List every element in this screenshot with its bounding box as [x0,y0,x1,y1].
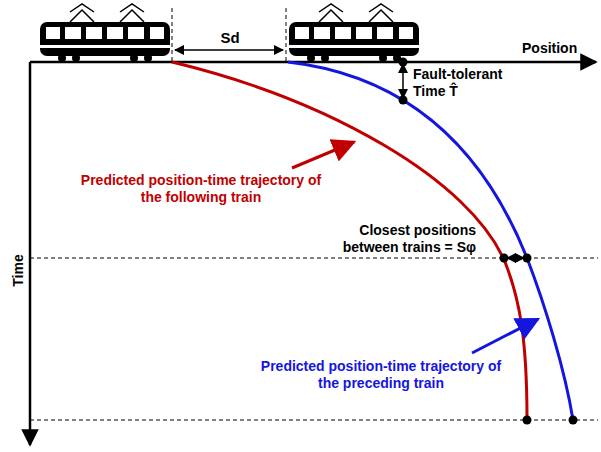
preceding-train [289,4,419,62]
trajectory-label: Predicted position-time trajectory of th… [250,358,512,392]
stop-time-line [30,420,598,421]
gap-arrow [507,257,524,259]
time-label: Fault-tolerant Time T̂ [413,66,531,100]
following-trajectory [172,62,527,420]
train-front-marker [172,8,173,62]
axis-label: Position [522,40,598,57]
point-dot [399,96,408,105]
point-dot [399,58,408,67]
point-dot [523,416,532,425]
following-train [40,4,170,62]
axis-label: Time [10,241,27,301]
closest-time-line [30,258,598,259]
point-dot [523,254,532,263]
distance-arrow [175,49,283,51]
leader-arrow [292,142,354,168]
gap-label: Closest positions between trains = Sφ [322,222,476,256]
fault-time-arrow [402,64,404,98]
distance-label: Sd [205,29,255,46]
time-axis [29,62,32,445]
train-rear-marker [286,8,287,62]
leader-arrow [472,319,538,353]
trajectory-label: Predicted position-time trajectory of th… [70,172,332,206]
point-dot [569,416,578,425]
point-dot [500,254,509,263]
